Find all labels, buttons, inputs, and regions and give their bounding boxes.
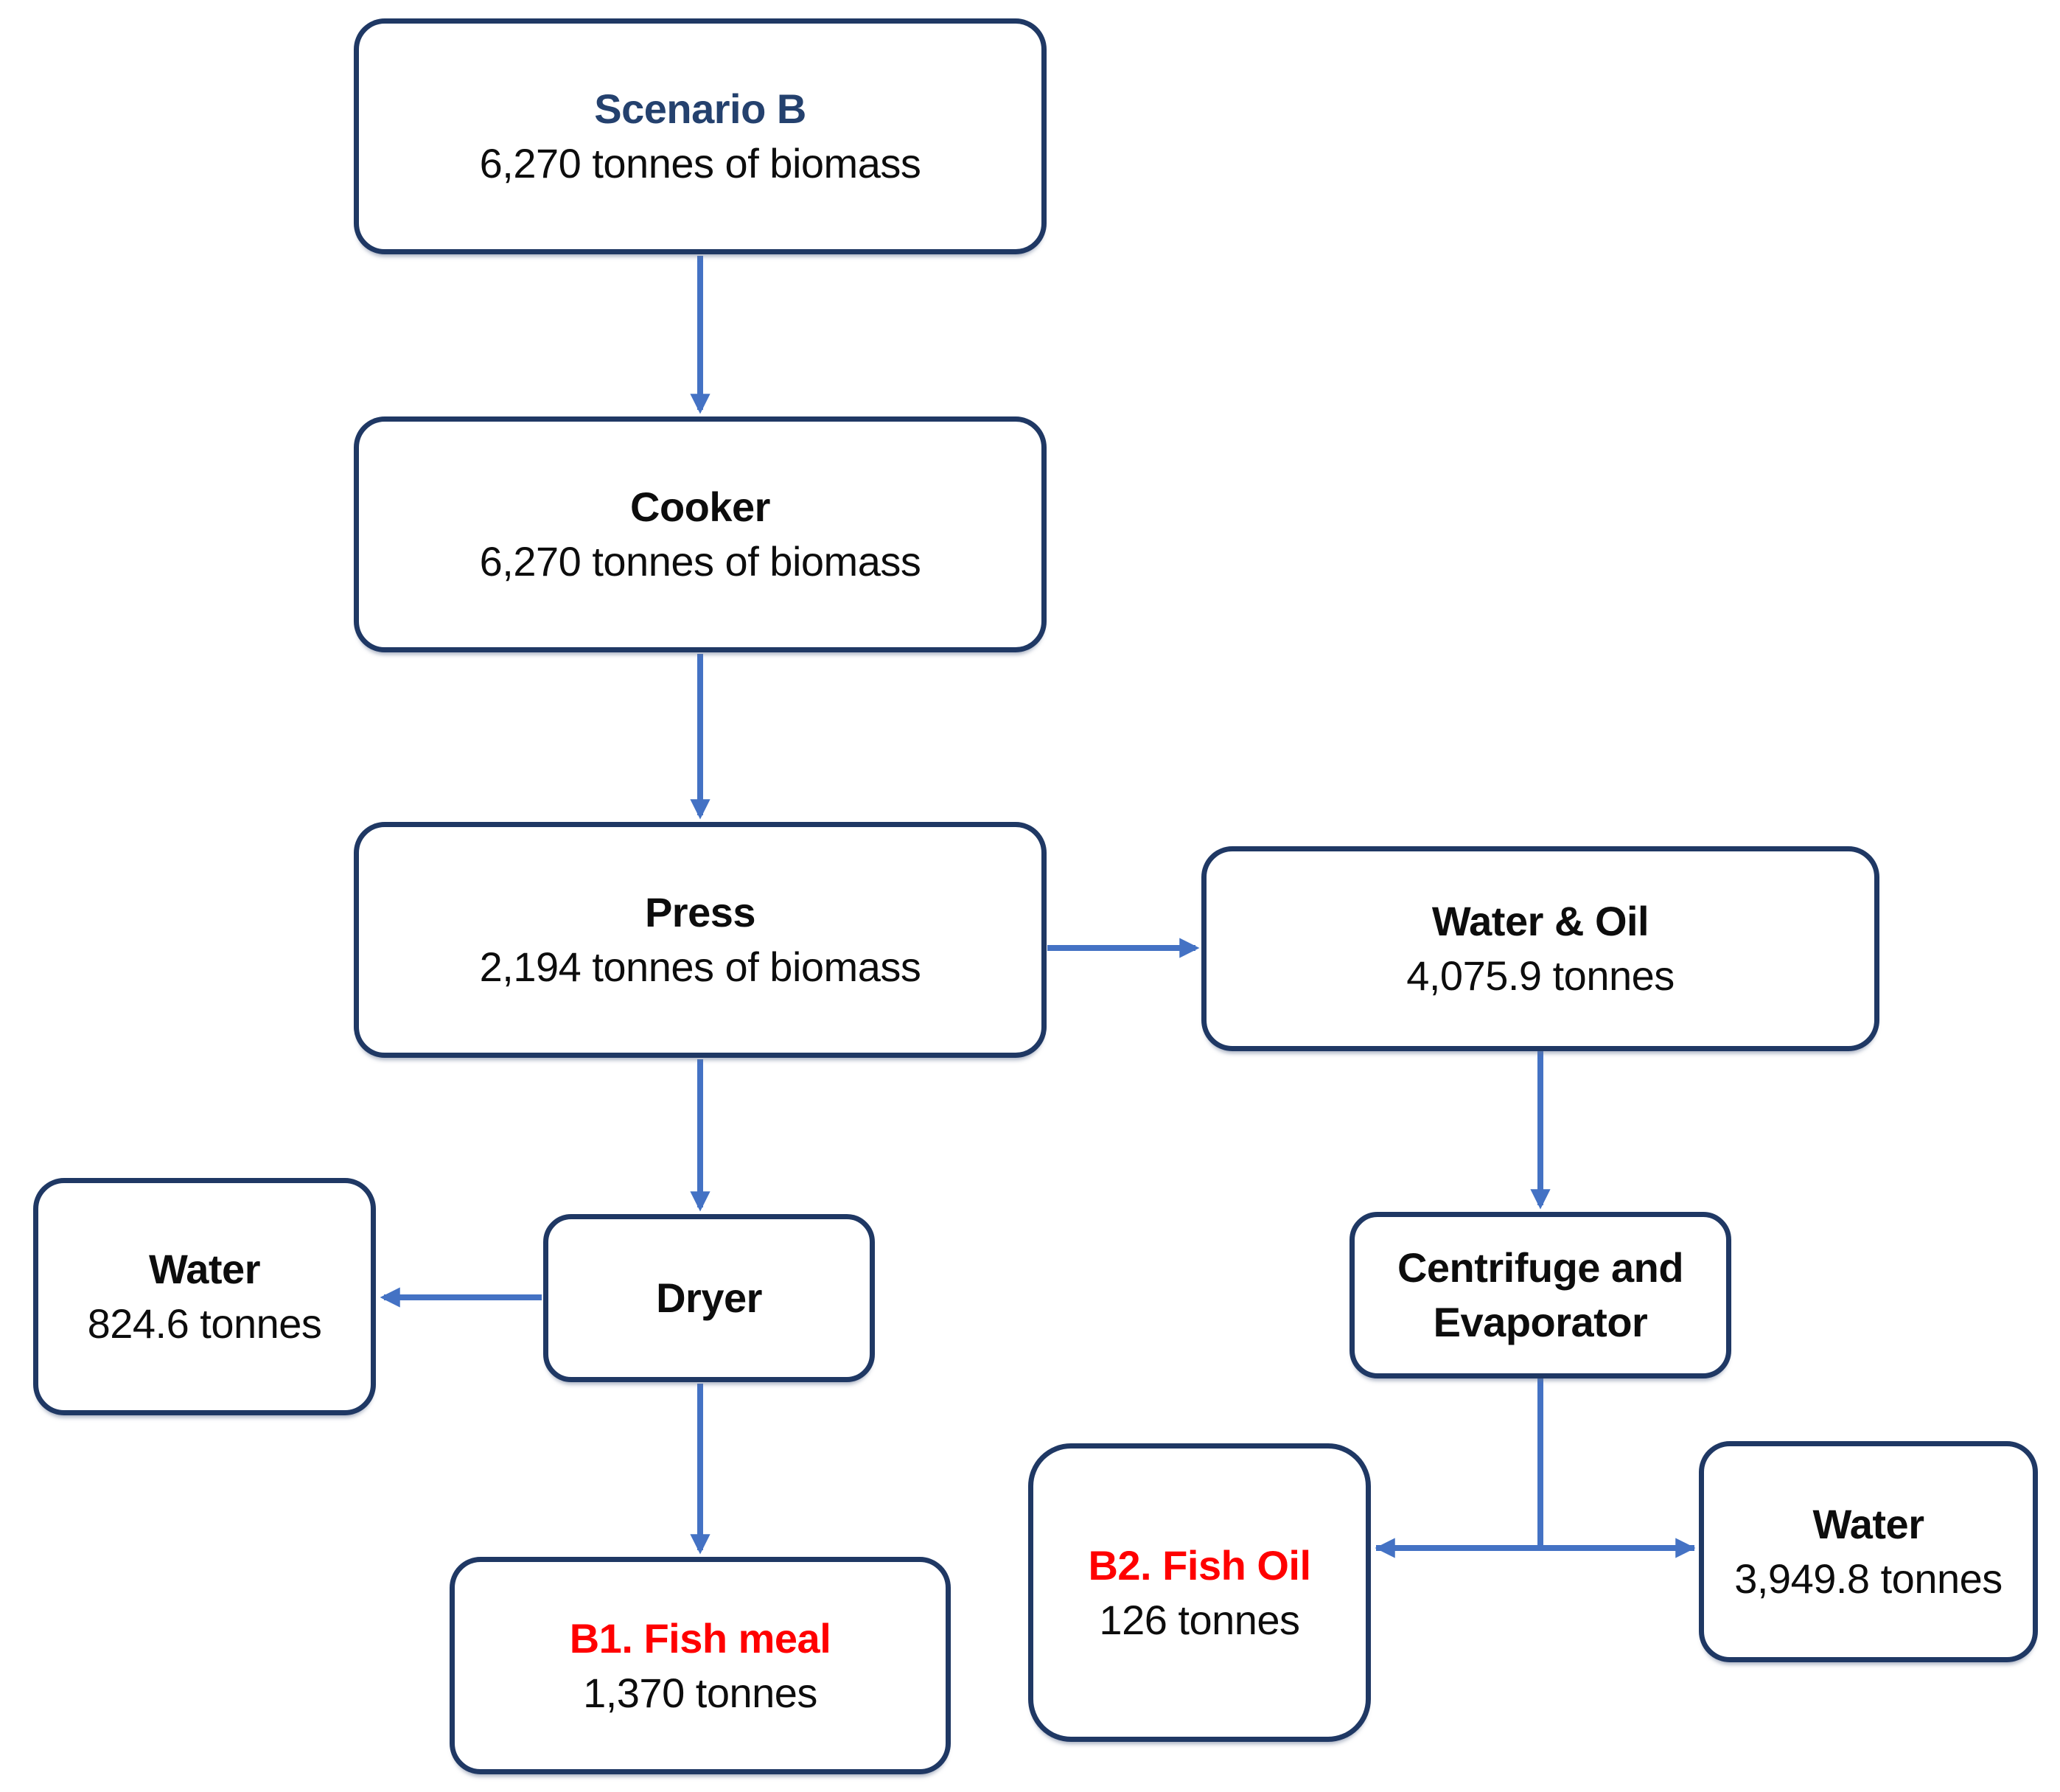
node-subtitle: 824.6 tonnes: [87, 1300, 322, 1347]
node-title: Press: [644, 889, 756, 936]
node-title: B1. Fish meal: [569, 1614, 831, 1662]
node-b2-fish-oil: B2. Fish Oil 126 tonnes: [1028, 1443, 1371, 1742]
node-title: Water: [148, 1246, 261, 1293]
node-water-from-dryer: Water 824.6 tonnes: [33, 1178, 376, 1415]
node-title: Scenario B: [594, 86, 806, 133]
node-subtitle: 3,949.8 tonnes: [1734, 1555, 2003, 1602]
node-title: Water & Oil: [1431, 898, 1649, 945]
node-subtitle: 6,270 tonnes of biomass: [479, 538, 921, 585]
node-dryer: Dryer: [543, 1214, 875, 1382]
node-title: Centrifuge and Evaporator: [1397, 1244, 1684, 1345]
node-subtitle: 1,370 tonnes: [583, 1669, 817, 1716]
node-title: B2. Fish Oil: [1088, 1541, 1311, 1589]
node-subtitle: 4,075.9 tonnes: [1406, 952, 1675, 999]
node-centrifuge-evaporator: Centrifuge and Evaporator: [1350, 1212, 1731, 1378]
node-subtitle: 126 tonnes: [1099, 1596, 1300, 1643]
node-scenario-b: Scenario B 6,270 tonnes of biomass: [354, 18, 1047, 254]
node-title: Water: [1812, 1501, 1924, 1548]
node-subtitle: 2,194 tonnes of biomass: [479, 944, 921, 990]
node-title: Cooker: [630, 484, 770, 531]
node-water-from-evaporator: Water 3,949.8 tonnes: [1699, 1441, 2038, 1662]
node-subtitle: 6,270 tonnes of biomass: [479, 140, 921, 186]
node-press: Press 2,194 tonnes of biomass: [354, 822, 1047, 1058]
node-b1-fish-meal: B1. Fish meal 1,370 tonnes: [450, 1557, 951, 1774]
node-title: Dryer: [656, 1275, 762, 1322]
node-cooker: Cooker 6,270 tonnes of biomass: [354, 416, 1047, 652]
node-water-oil: Water & Oil 4,075.9 tonnes: [1201, 846, 1879, 1051]
